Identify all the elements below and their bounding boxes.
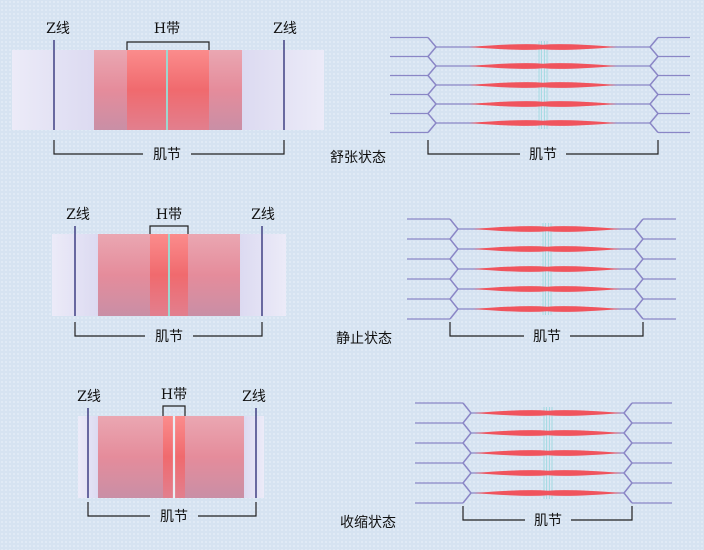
i-band-right [244, 416, 264, 498]
state-label: 收缩状态 [340, 515, 396, 531]
thick-filament [469, 120, 617, 126]
thick-filament [473, 286, 621, 292]
thick-filament [469, 44, 617, 50]
h-band-label: H带 [161, 387, 187, 403]
z-line-right [624, 403, 632, 503]
z-line-left [450, 219, 458, 319]
sarcomere-bar [78, 408, 264, 498]
thick-filament [474, 430, 622, 436]
filament-diagram [415, 403, 672, 503]
thick-filament [469, 63, 617, 69]
thick-filament [474, 490, 622, 496]
sarcomere-bar [12, 40, 324, 130]
thick-filament [473, 226, 621, 232]
thick-filament [473, 246, 621, 252]
z-line-label-right: Z线 [242, 389, 266, 405]
sarcomere-label: 肌节 [160, 509, 188, 525]
thick-filament [473, 266, 621, 272]
panel-resting: Z线 Z线 H带 肌节 静止状态 肌节 [52, 207, 676, 347]
i-band-left [12, 50, 94, 130]
sarcomere-label: 肌节 [155, 329, 183, 345]
state-label: 静止状态 [336, 331, 392, 347]
h-band-bracket [127, 42, 209, 50]
h-band-label: H带 [156, 207, 182, 223]
z-line-label-right: Z线 [251, 207, 275, 223]
z-line-label-left: Z线 [77, 389, 101, 405]
sarcomere-label-right: 肌节 [533, 329, 561, 345]
thick-filament [469, 82, 617, 88]
filament-diagram [407, 219, 676, 319]
sarcomere-label-right: 肌节 [534, 513, 562, 529]
z-line-label-left: Z线 [66, 207, 90, 223]
thick-filament [474, 410, 622, 416]
z-line-label-left: Z线 [46, 21, 70, 37]
i-band-right [242, 50, 324, 130]
state-label: 舒张状态 [330, 150, 386, 166]
thick-filament [473, 306, 621, 312]
panel-contracted: Z线 Z线 H带 肌节 收缩状态 肌节 [77, 387, 672, 531]
z-line-left [428, 38, 436, 133]
h-band-label: H带 [154, 21, 180, 37]
z-line-right [650, 38, 658, 133]
thick-filament [469, 101, 617, 107]
thick-filament [474, 450, 622, 456]
z-line-right [635, 219, 643, 319]
panel-relaxed: Z线 Z线 H带 肌节 舒张状态 肌节 [12, 21, 690, 166]
h-band-bracket [163, 406, 185, 416]
filament-diagram [390, 38, 690, 133]
i-band-right [240, 234, 286, 316]
sarcomere-label-right: 肌节 [529, 147, 557, 163]
z-line-label-right: Z线 [273, 21, 297, 37]
h-band-bracket [150, 226, 188, 234]
z-line-left [463, 403, 471, 503]
thick-filament [474, 470, 622, 476]
sarcomere-bar [52, 226, 286, 316]
sarcomere-label: 肌节 [153, 147, 181, 163]
